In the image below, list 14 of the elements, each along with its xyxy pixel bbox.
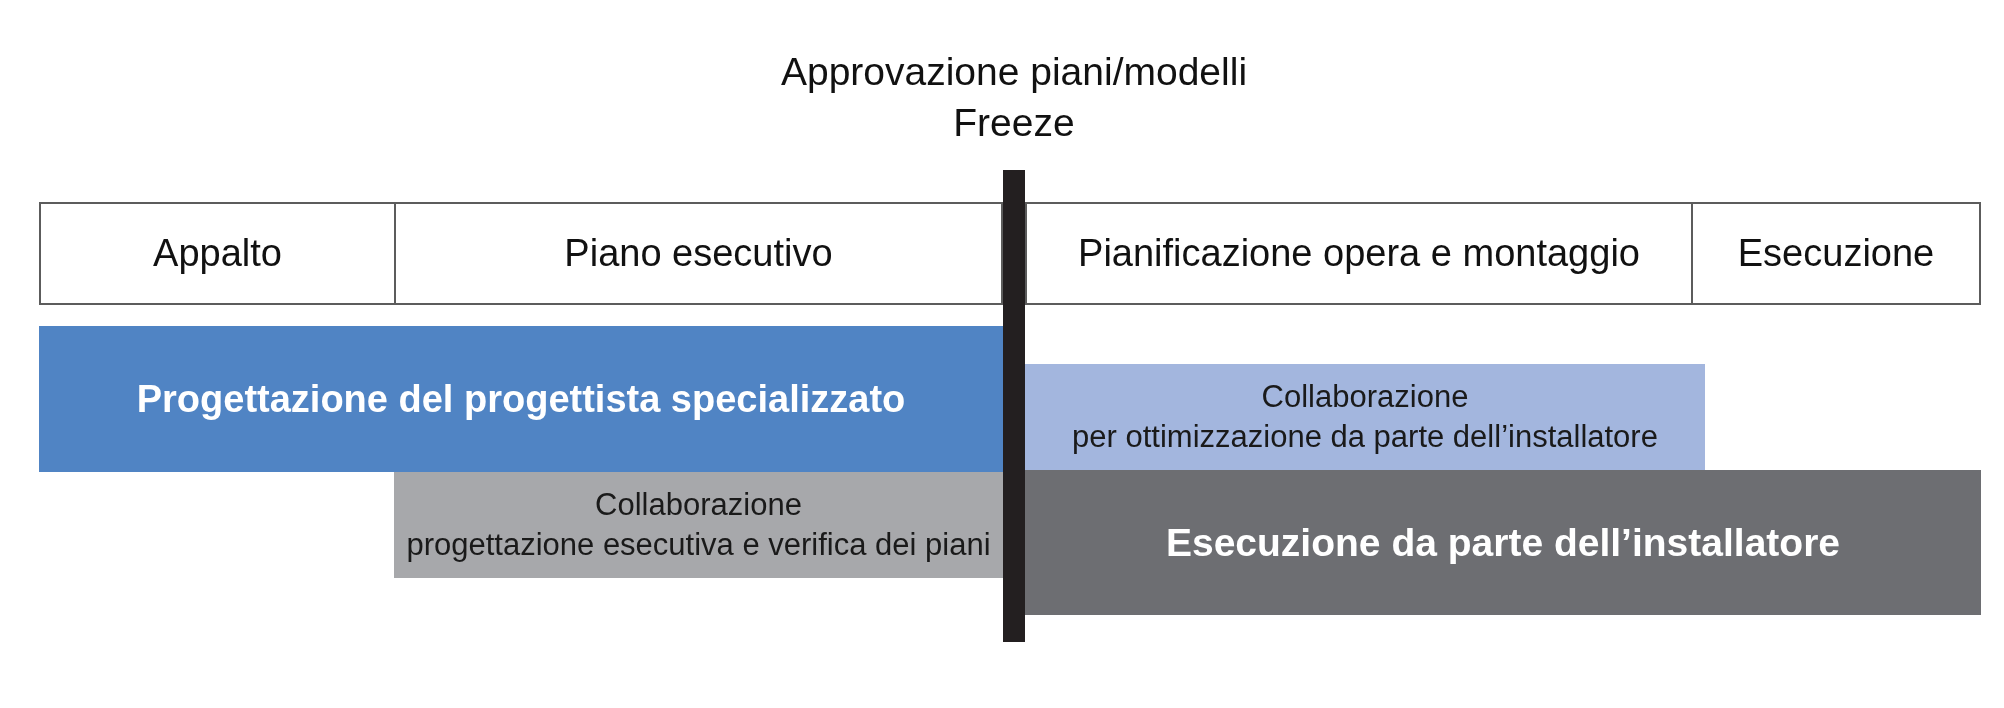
execution-bar: Esecuzione da parte dell’installatore — [1025, 470, 1981, 615]
design-phase-bar: Progettazione del progettista specializzato — [39, 326, 1003, 472]
bar-title: Collaborazione — [595, 485, 802, 524]
milestone-label: Freeze — [953, 100, 1075, 146]
bar-title: Collaborazione — [1261, 377, 1469, 416]
phase-box: Piano esecutivo — [394, 202, 1003, 305]
bar-description: progettazione esecutiva e verifica dei piani — [406, 526, 991, 564]
phase-box: Pianificazione opera e montaggio — [1025, 202, 1693, 305]
bar-description: per ottimizzazione da parte dell’installatore — [1072, 418, 1658, 456]
collaboration-bar — [1025, 364, 1705, 470]
phase-box: Appalto — [39, 202, 396, 305]
milestone-label: Approvazione piani/modelli — [780, 49, 1248, 95]
collaboration-bar — [394, 472, 1003, 578]
phase-box: Esecuzione — [1691, 202, 1981, 305]
